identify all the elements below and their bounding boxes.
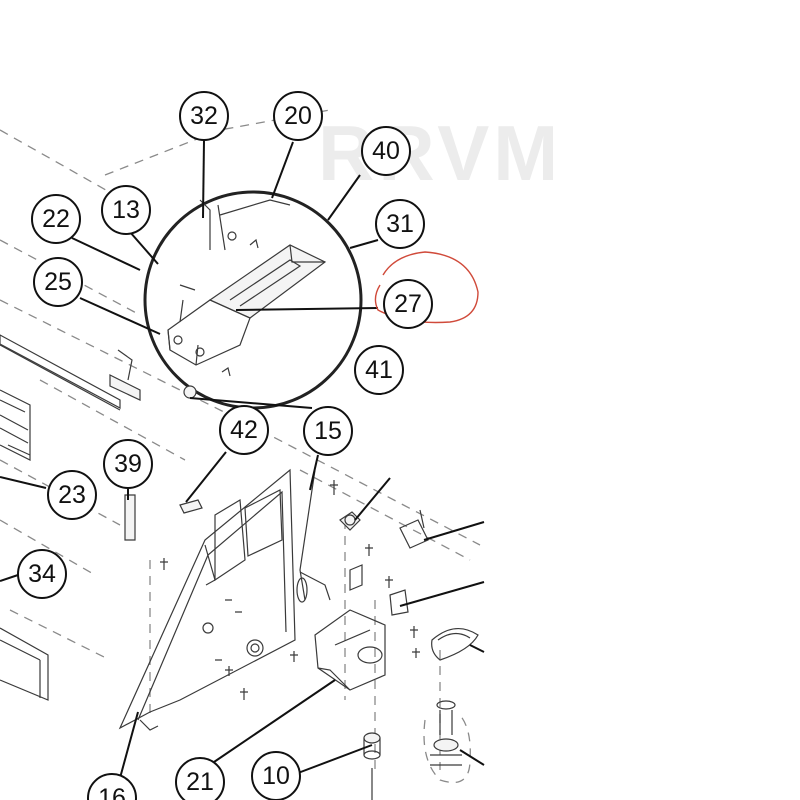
callout-40: 40 xyxy=(361,126,411,176)
callout-41: 41 xyxy=(354,345,404,395)
main-side-plate xyxy=(118,468,296,731)
callout-label: 21 xyxy=(186,768,214,796)
callout-label: 13 xyxy=(112,196,140,224)
callout-22: 22 xyxy=(31,194,81,244)
callout-label: 40 xyxy=(372,137,400,165)
callout-21: 21 xyxy=(175,757,225,800)
belt-pulley-part xyxy=(423,628,479,784)
callout-23: 23 xyxy=(47,470,97,520)
motor-bracket-part xyxy=(314,509,429,691)
callout-31: 31 xyxy=(375,199,425,249)
callout-label: 27 xyxy=(394,290,422,318)
callout-label: 10 xyxy=(262,762,290,790)
callout-15: 15 xyxy=(303,406,353,456)
callout-label: 20 xyxy=(284,102,312,130)
callout-32: 32 xyxy=(179,91,229,141)
callout-label: 34 xyxy=(28,560,56,588)
callout-label: 15 xyxy=(314,417,342,445)
highlight-mark xyxy=(374,251,479,324)
callout-label: 25 xyxy=(44,268,72,296)
callout-39: 39 xyxy=(103,439,153,489)
callout-label: 32 xyxy=(190,102,218,130)
detail-view xyxy=(143,190,363,410)
callout-13: 13 xyxy=(101,185,151,235)
callout-34: 34 xyxy=(17,549,67,599)
callout-16: 16 xyxy=(87,773,137,800)
callout-label: 22 xyxy=(42,205,70,233)
callout-10: 10 xyxy=(251,751,301,800)
callout-label: 23 xyxy=(58,481,86,509)
left-rail-parts xyxy=(0,334,141,701)
callout-25: 25 xyxy=(33,257,83,307)
callout-label: 31 xyxy=(386,210,414,238)
callout-42: 42 xyxy=(219,405,269,455)
callout-label: 42 xyxy=(230,416,258,444)
leader-lines xyxy=(0,139,485,779)
coupling-part xyxy=(363,732,381,800)
bracket-part xyxy=(179,499,203,514)
callout-label: 16 xyxy=(98,784,126,800)
callout-20: 20 xyxy=(273,91,323,141)
callout-27: 27 xyxy=(383,279,433,329)
watermark-text: RRVM xyxy=(318,109,562,197)
callout-label: 39 xyxy=(114,450,142,478)
screws xyxy=(160,480,420,700)
callout-label: 41 xyxy=(365,356,393,384)
spring-rod-part xyxy=(296,469,331,603)
